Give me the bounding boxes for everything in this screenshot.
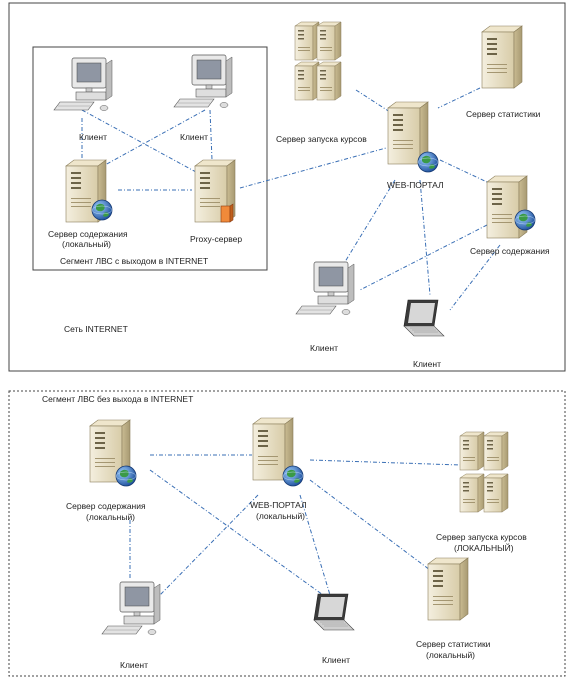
server-icon <box>294 21 320 61</box>
bottom-launch-server-label-1: Сервер запуска курсов <box>436 532 527 542</box>
globe-icon <box>115 465 137 487</box>
desktop-pc-icon <box>53 57 113 111</box>
bottom-web-portal-label-2: (локальный) <box>256 511 305 521</box>
client-4-label: Клиент <box>413 359 441 369</box>
proxy-server-label: Proxy-сервер <box>190 234 242 244</box>
bottom-client-laptop <box>313 593 355 631</box>
bottom-stats-server-label-1: Сервер статистики <box>416 639 491 649</box>
globe-icon <box>514 209 536 231</box>
content-server <box>486 175 536 239</box>
globe-icon <box>91 199 113 221</box>
bottom-web-portal <box>252 417 304 487</box>
server-icon <box>294 61 320 101</box>
client-pc-3 <box>295 261 355 315</box>
bottom-launch-server-label-2: (ЛОКАЛЬНЫЙ) <box>454 542 514 553</box>
server-icon <box>483 473 509 513</box>
internet-network-frame <box>8 2 566 372</box>
client-1-label: Клиент <box>79 132 107 142</box>
bottom-content-server-label-1: Сервер содержания <box>66 501 146 511</box>
lan-with-internet-frame <box>32 46 268 271</box>
bottom-content-server-local <box>89 419 137 487</box>
web-portal <box>387 101 439 173</box>
bottom-content-server-label-2: (локальный) <box>86 512 135 522</box>
stats-server <box>481 25 523 89</box>
stats-server-label: Сервер статистики <box>466 109 541 119</box>
bottom-client-pc <box>101 581 161 635</box>
lan-segment-label: Сегмент ЛВС с выходом в INTERNET <box>60 256 208 266</box>
server-icon <box>459 431 485 471</box>
server-icon <box>459 473 485 513</box>
server-icon <box>481 25 523 89</box>
client-2-label: Клиент <box>180 132 208 142</box>
bottom-web-portal-label-1: WEB-ПОРТАЛ <box>250 500 307 510</box>
client-laptop-4 <box>403 299 445 337</box>
content-server-local <box>65 159 113 223</box>
bottom-client-1-label: Клиент <box>120 660 148 670</box>
globe-icon <box>282 465 304 487</box>
proxy-server <box>194 159 236 223</box>
laptop-icon <box>313 593 355 631</box>
bottom-launch-server-cluster <box>459 431 509 513</box>
globe-icon <box>417 151 439 173</box>
content-server-local-label-1: Сервер содержания <box>48 229 128 239</box>
client-pc-1 <box>53 57 113 111</box>
server-icon <box>427 557 469 621</box>
web-portal-label: WEB-ПОРТАЛ <box>387 180 444 190</box>
client-pc-2 <box>173 54 233 108</box>
server-icon <box>483 431 509 471</box>
launch-server-cluster <box>294 21 342 101</box>
bottom-stats-server <box>427 557 469 621</box>
desktop-pc-icon <box>173 54 233 108</box>
server-icon <box>316 21 342 61</box>
bottom-client-2-label: Клиент <box>322 655 350 665</box>
desktop-pc-icon <box>101 581 161 635</box>
bottom-stats-server-label-2: (локальный) <box>426 650 475 660</box>
proxy-icon <box>220 203 234 223</box>
desktop-pc-icon <box>295 261 355 315</box>
launch-server-label: Сервер запуска курсов <box>276 134 367 144</box>
bottom-connections <box>129 454 461 601</box>
lan-without-internet-frame <box>8 390 566 677</box>
client-3-label: Клиент <box>310 343 338 353</box>
lan-offline-segment-label: Сегмент ЛВС без выхода в INTERNET <box>42 394 193 404</box>
content-server-local-label-2: (локальный) <box>62 239 111 249</box>
content-server-label: Сервер содержания <box>470 246 550 256</box>
laptop-icon <box>403 299 445 337</box>
top-connections <box>81 87 501 311</box>
internet-network-label: Сеть INTERNET <box>64 324 128 334</box>
server-icon <box>316 61 342 101</box>
